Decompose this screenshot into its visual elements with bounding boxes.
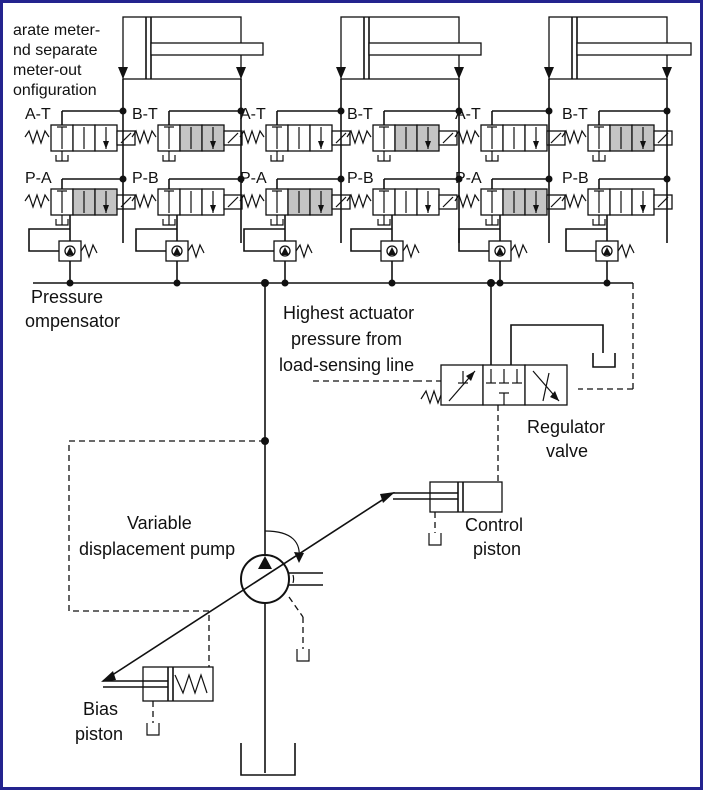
spring-icon <box>346 129 372 145</box>
highest-pressure-label-3: load-sensing line <box>279 355 414 375</box>
spring-icon <box>239 129 265 145</box>
spring-icon <box>295 243 313 259</box>
directional-valve-lower-2: P-B <box>131 170 243 226</box>
arrow-icon <box>210 141 216 149</box>
swash-plate-link <box>102 492 394 682</box>
spring-icon <box>24 129 50 145</box>
valve-column-4: B-T P-B <box>346 79 463 287</box>
valve-label: P-A <box>25 170 52 187</box>
directional-valve-upper-3: A-T <box>239 106 351 162</box>
highest-pressure-label-1: Highest actuator <box>283 303 414 323</box>
valve-label: P-B <box>132 170 159 187</box>
spring-icon <box>187 243 205 259</box>
valve-label: B-T <box>132 106 158 123</box>
regulator-label-2: valve <box>546 441 588 461</box>
hydraulic-circuit-diagram: A-T P-A B-T P-B A-T P-A B-T P-B A-T P-A B-T P-B <box>13 16 692 776</box>
config-line-3: meter-out <box>13 62 82 79</box>
valve-label: A-T <box>455 106 481 123</box>
valve-column-3: A-T P-A <box>239 79 351 287</box>
valve-column-5: A-T P-A <box>454 79 566 287</box>
spring-icon <box>24 193 50 209</box>
variable-displacement-pump <box>240 530 323 662</box>
directional-valve-upper-6: B-T <box>561 106 673 162</box>
config-line-4: onfiguration <box>13 82 97 99</box>
pressure-compensator-label-2: ompensator <box>25 311 120 331</box>
control-piston <box>393 481 503 546</box>
valve-label: B-T <box>347 106 373 123</box>
pilot-line <box>458 228 500 252</box>
pilot-line <box>28 228 70 252</box>
pilot-line <box>243 228 285 252</box>
pressure-compensator-label-1: Pressure <box>31 287 103 307</box>
highest-pressure-label-2: pressure from <box>291 329 402 349</box>
valve-bank: A-T P-A B-T P-B A-T P-A B-T P-B A-T P-A B-T P-B <box>24 79 673 287</box>
valve-label: P-A <box>455 170 482 187</box>
directional-valve-lower-1: P-A <box>24 170 136 226</box>
pilot-line <box>565 228 607 252</box>
spring-icon <box>131 129 157 145</box>
pump-label-2: displacement pump <box>79 539 235 559</box>
valve-column-6: B-T P-B <box>561 79 673 287</box>
valve-column-1: A-T P-A <box>24 79 136 287</box>
spring-icon <box>131 193 157 209</box>
cylinder-1 <box>118 16 264 80</box>
arrow-icon <box>640 205 646 213</box>
arrow-icon <box>533 141 539 149</box>
arrow-icon <box>425 205 431 213</box>
bias-label-1: Bias <box>83 699 118 719</box>
control-label-2: piston <box>473 539 521 559</box>
arrow-icon <box>318 205 324 213</box>
cylinder-3 <box>544 16 692 80</box>
regulator-drain <box>510 324 604 365</box>
control-label-1: Control <box>465 515 523 535</box>
directional-valve-lower-5: P-A <box>454 170 566 226</box>
spring-icon <box>510 243 528 259</box>
arrow-icon <box>103 205 109 213</box>
arrow-icon <box>103 141 109 149</box>
arrow-icon <box>425 141 431 149</box>
valve-label: P-B <box>562 170 589 187</box>
valve-column-2: B-T P-B <box>131 79 245 287</box>
valve-label: A-T <box>25 106 51 123</box>
spring-icon <box>454 193 480 209</box>
directional-valve-upper-2: B-T <box>131 106 243 162</box>
directional-valve-lower-4: P-B <box>346 170 458 226</box>
valve-label: P-B <box>347 170 374 187</box>
regulator-valve <box>313 364 568 406</box>
bias-piston <box>103 666 214 736</box>
spring-icon <box>561 193 587 209</box>
valve-label: A-T <box>240 106 266 123</box>
bias-control-line <box>68 440 265 667</box>
spring-icon <box>80 243 98 259</box>
directional-valve-lower-3: P-A <box>239 170 351 226</box>
spring-icon <box>561 129 587 145</box>
regulator-label-1: Regulator <box>527 417 605 437</box>
arrow-icon <box>533 205 539 213</box>
pilot-line <box>350 228 392 252</box>
spring-icon <box>239 193 265 209</box>
pump-label-1: Variable <box>127 513 192 533</box>
valve-label: P-A <box>240 170 267 187</box>
directional-valve-upper-5: A-T <box>454 106 566 162</box>
spring-icon <box>454 129 480 145</box>
pilot-line <box>135 228 177 252</box>
directional-valve-upper-4: B-T <box>346 106 458 162</box>
spring-icon <box>402 243 420 259</box>
directional-valve-upper-1: A-T <box>24 106 136 162</box>
arrow-icon <box>640 141 646 149</box>
spring-icon <box>346 193 372 209</box>
spring-icon <box>617 243 635 259</box>
bias-label-2: piston <box>75 724 123 744</box>
config-line-1: arate meter- <box>13 22 100 39</box>
config-line-2: nd separate <box>13 42 98 59</box>
cylinder-2 <box>336 16 482 80</box>
arrow-icon <box>318 141 324 149</box>
reservoir-tank <box>240 743 296 776</box>
arrow-icon <box>210 205 216 213</box>
valve-label: B-T <box>562 106 588 123</box>
